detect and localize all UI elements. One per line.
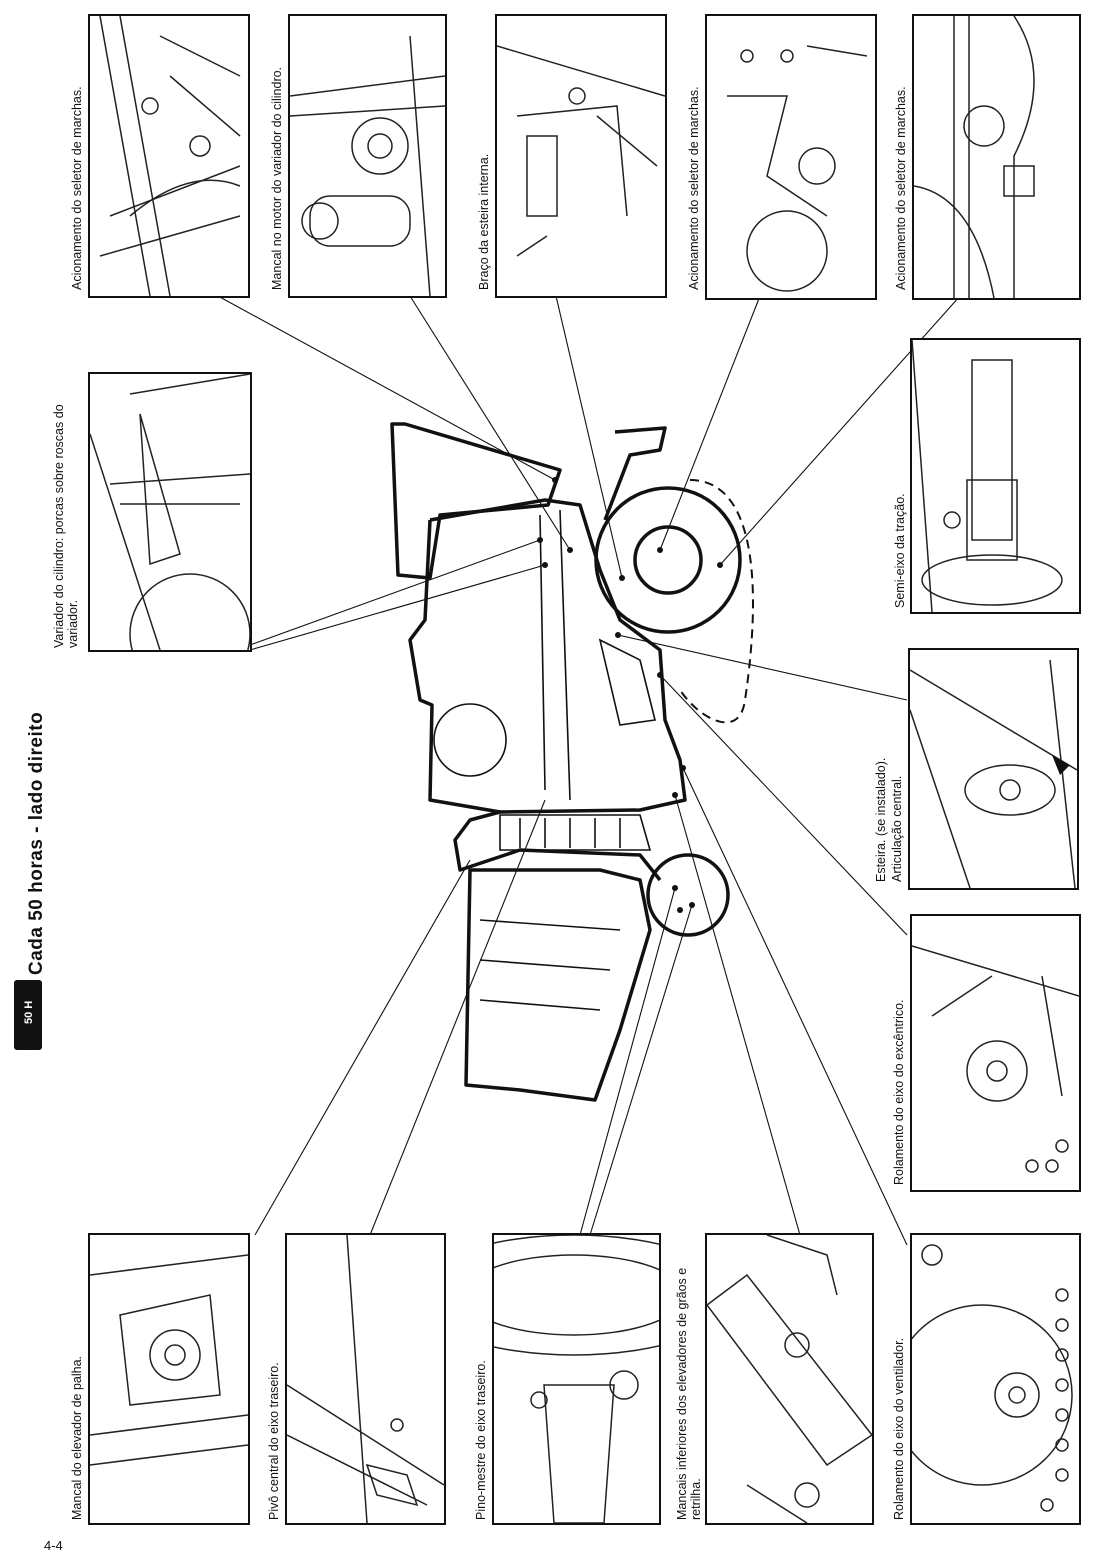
fifty-hour-badge: 50 H bbox=[14, 980, 42, 1050]
caption-eccentric-shaft-bearing: Rolamento do eixo do excêntrico. bbox=[892, 999, 906, 1185]
caption-gear-selector-2: Acionamento do seletor de marchas. bbox=[687, 86, 701, 290]
badge-label: 50 H bbox=[23, 1000, 35, 1024]
caption-inner-conveyor-arm: Braço da esteira interna. bbox=[477, 153, 491, 290]
caption-drum-variator-motor: Mancal no motor do variador do cilindro. bbox=[270, 66, 284, 290]
caption-conveyor-optional: Esteira. (se instalado). bbox=[874, 757, 888, 882]
caption-straw-elevator-bearing: Mancal do elevador de palha. bbox=[70, 1355, 84, 1520]
gear-selector-drive-photo-3 bbox=[912, 14, 1081, 300]
caption-gear-selector-3: Acionamento do seletor de marchas. bbox=[894, 86, 908, 290]
caption-rear-axle-kingpin: Pino-mestre do eixo traseiro. bbox=[474, 1360, 488, 1520]
caption-grain-elevator-bearings: Mancais inferiores dos elevadores de grã… bbox=[675, 1267, 703, 1520]
gear-selector-drive-photo-2 bbox=[705, 14, 877, 300]
caption-central-joint: Articulação central. bbox=[890, 775, 904, 882]
caption-rear-axle-center-pivot: Pivô central do eixo traseiro. bbox=[267, 1362, 281, 1520]
caption-traction-half-shaft: Semi-eixo da tração. bbox=[893, 493, 907, 608]
caption-drum-variator: Variador do cilindro: porcas sobre rosca… bbox=[52, 404, 80, 648]
caption-gear-selector-1: Acionamento do seletor de marchas. bbox=[70, 86, 84, 290]
straw-elevator-bearing-photo bbox=[88, 1233, 250, 1525]
grain-elevator-lower-bearings-photo bbox=[705, 1233, 874, 1525]
inner-conveyor-arm-photo bbox=[495, 14, 667, 298]
caption-fan-shaft-bearing: Rolamento do eixo do ventilador. bbox=[892, 1337, 906, 1520]
rear-axle-center-pivot-photo bbox=[285, 1233, 446, 1525]
drum-variator-motor-bearing-photo bbox=[288, 14, 447, 298]
conveyor-central-joint-photo bbox=[908, 648, 1079, 890]
page-title: Cada 50 horas - lado direito bbox=[26, 711, 47, 975]
rear-axle-kingpin-photo bbox=[492, 1233, 661, 1525]
page-number: 4-4 bbox=[44, 1538, 63, 1553]
traction-half-shaft-photo bbox=[910, 338, 1081, 614]
gear-selector-drive-photo-1 bbox=[88, 14, 250, 298]
eccentric-shaft-bearing-photo bbox=[910, 914, 1081, 1192]
fan-shaft-bearing-photo bbox=[910, 1233, 1081, 1525]
drum-variator-photo bbox=[88, 372, 252, 652]
